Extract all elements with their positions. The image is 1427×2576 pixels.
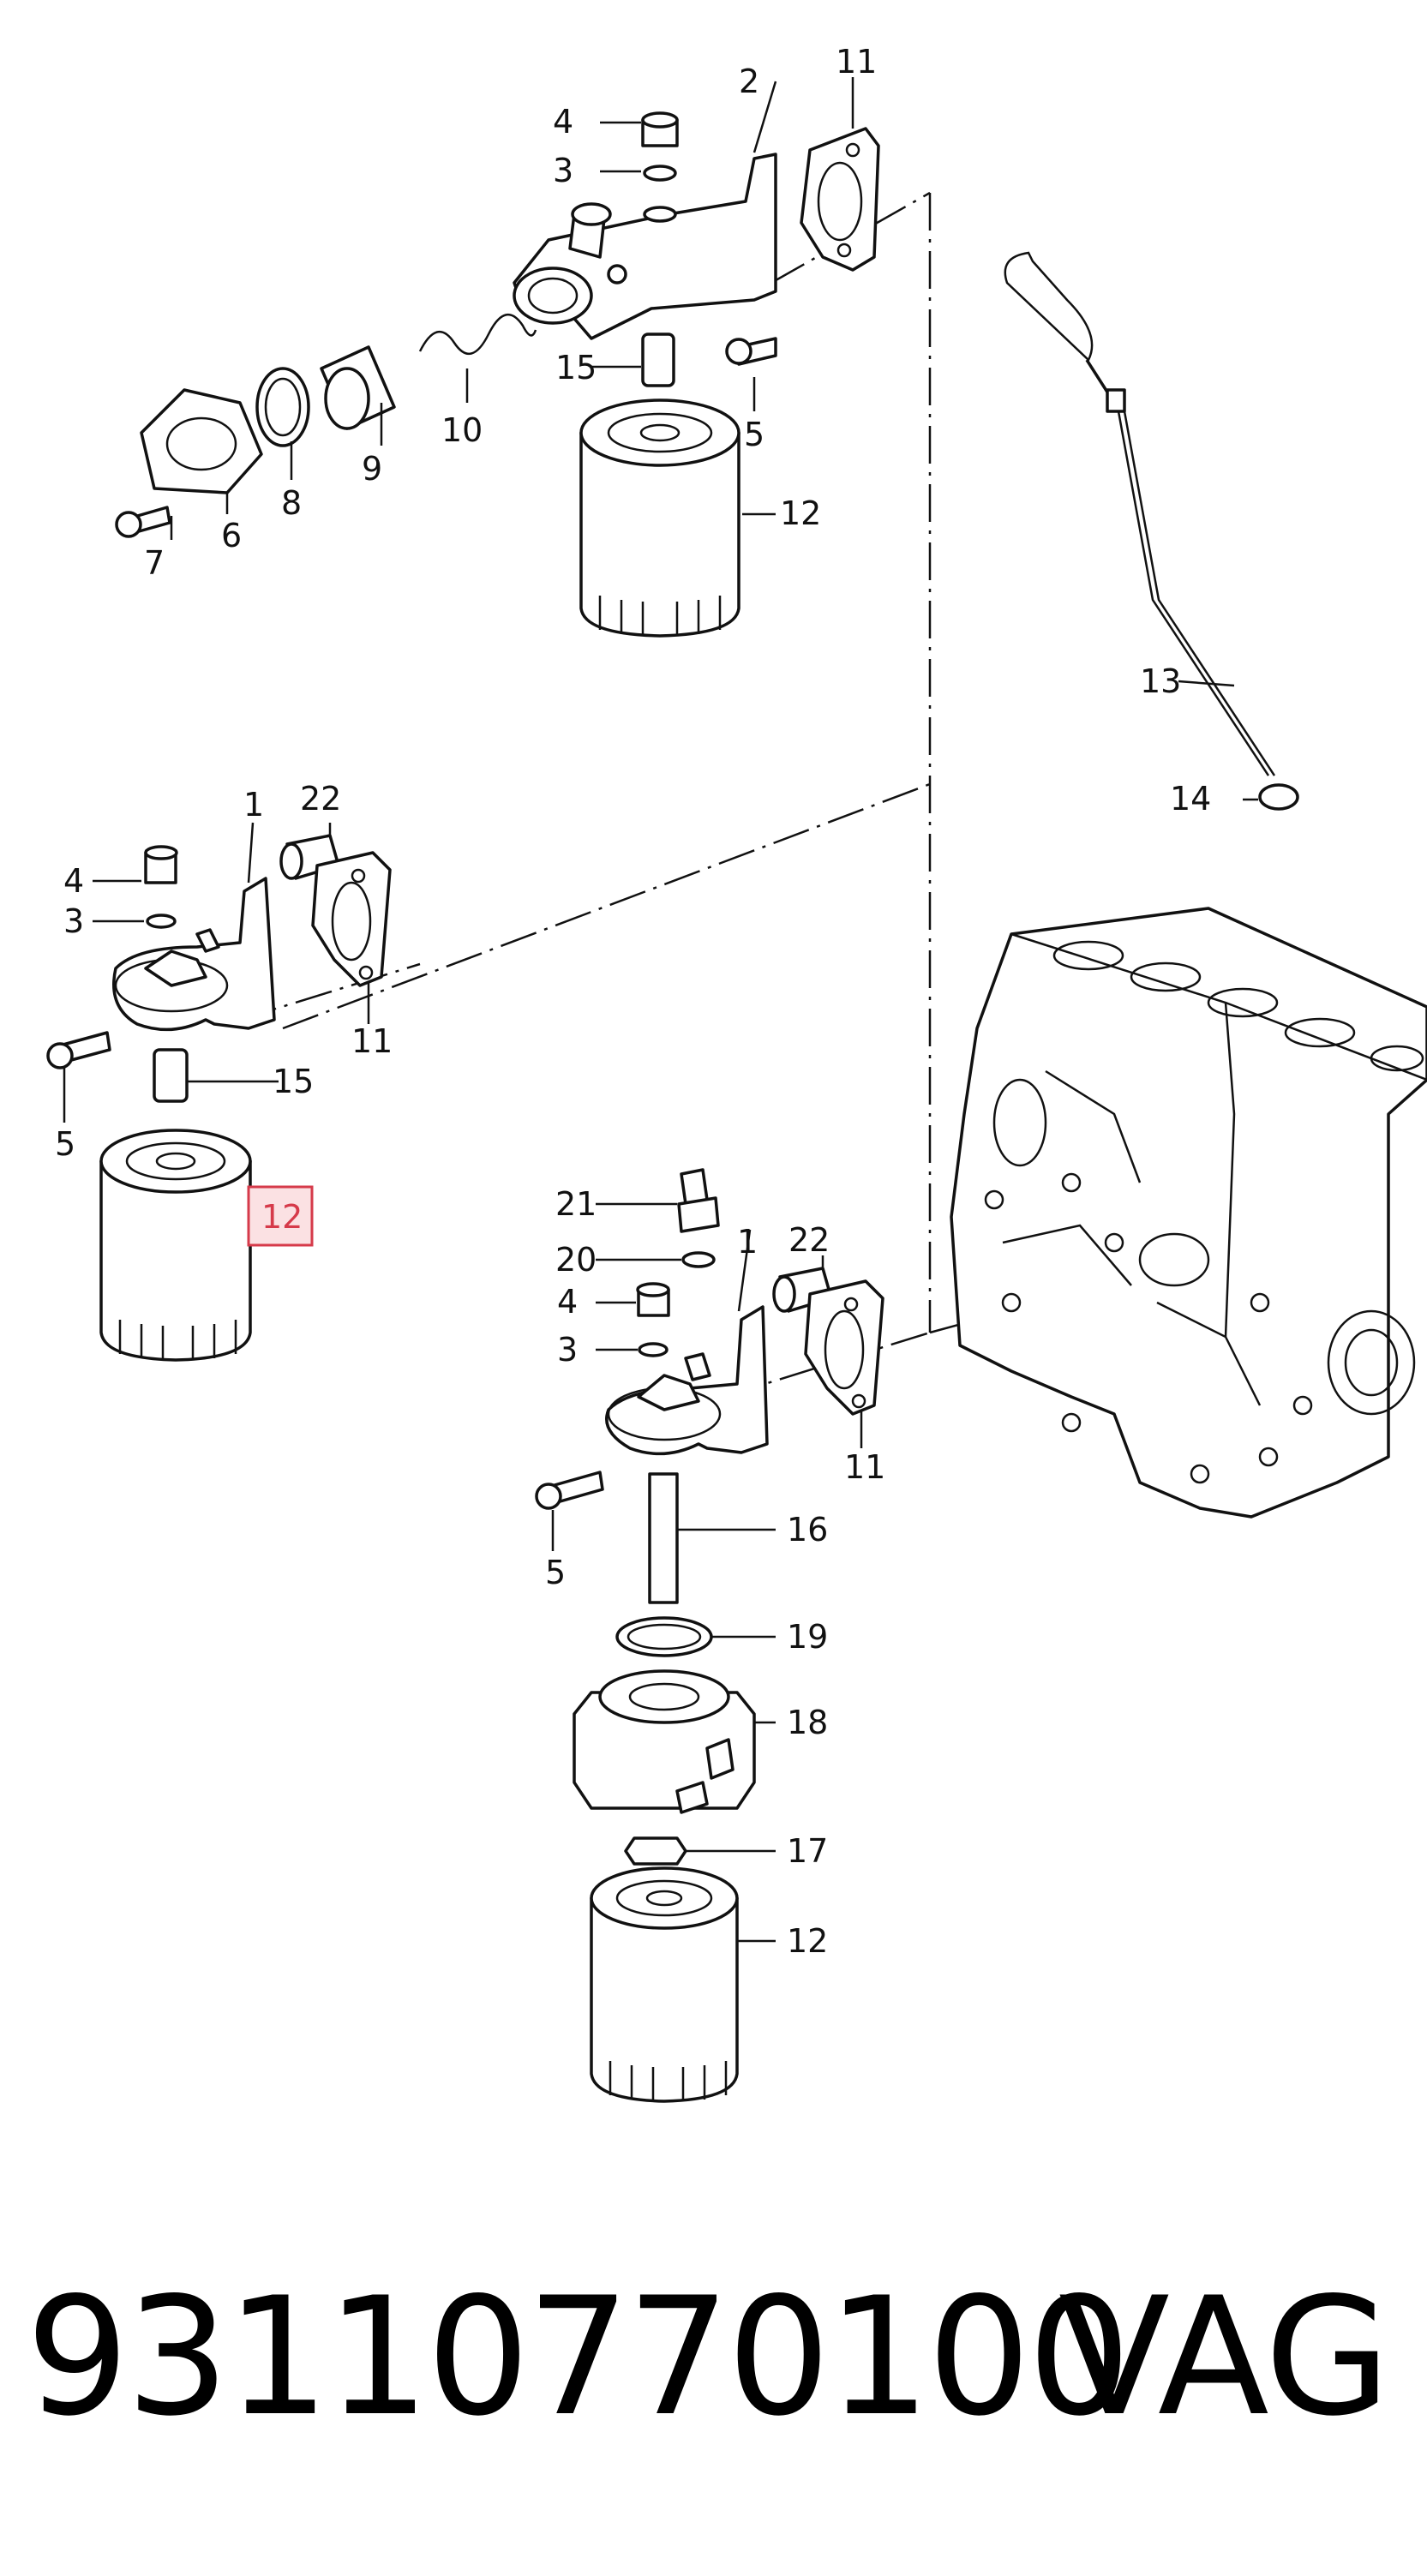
callout-22: 22 bbox=[300, 780, 341, 818]
callout-3: 3 bbox=[557, 1331, 578, 1369]
callout-10: 10 bbox=[441, 411, 483, 449]
grommet bbox=[1258, 783, 1299, 811]
o-ring-bottom bbox=[615, 1616, 713, 1657]
dipstick: 13 14 bbox=[1004, 251, 1299, 818]
callout-4: 4 bbox=[557, 1283, 578, 1321]
callout-12-highlighted: 12 bbox=[261, 1198, 303, 1236]
top-assembly: 4 3 2 11 15 5 12 10 9 8 6 7 bbox=[115, 43, 880, 638]
callout-11: 11 bbox=[836, 43, 877, 81]
bottom-assembly: 21 20 4 3 1 22 11 5 16 19 18 17 12 bbox=[535, 1168, 885, 2103]
callout-1: 1 bbox=[243, 786, 264, 824]
middle-assembly: 4 3 1 22 11 15 5 12 bbox=[46, 780, 393, 1362]
callout-7: 7 bbox=[144, 544, 165, 582]
callout-18: 18 bbox=[787, 1704, 828, 1741]
callout-5: 5 bbox=[55, 1125, 75, 1163]
callout-8: 8 bbox=[281, 484, 302, 522]
callout-15: 15 bbox=[555, 349, 597, 386]
callout-14: 14 bbox=[1170, 780, 1211, 818]
callout-16: 16 bbox=[787, 1511, 828, 1549]
callout-6: 6 bbox=[221, 517, 242, 554]
callout-3: 3 bbox=[63, 902, 84, 940]
callout-11: 11 bbox=[351, 1022, 393, 1060]
oil-filter-top bbox=[579, 398, 740, 638]
callout-2: 2 bbox=[739, 63, 759, 100]
nut bbox=[624, 1836, 687, 1866]
callout-5: 5 bbox=[545, 1554, 566, 1591]
callout-13: 13 bbox=[1140, 662, 1181, 700]
pipe-16 bbox=[648, 1472, 679, 1604]
spring bbox=[418, 313, 537, 356]
callout-15: 15 bbox=[273, 1063, 314, 1100]
highlight-box-12 bbox=[247, 1185, 314, 1247]
callout-12: 12 bbox=[780, 494, 821, 532]
brand-name: VAG bbox=[1058, 2262, 1391, 2452]
callout-1: 1 bbox=[737, 1223, 758, 1261]
gasket-top bbox=[800, 127, 880, 272]
callout-17: 17 bbox=[787, 1832, 828, 1870]
callout-22: 22 bbox=[788, 1221, 830, 1259]
nipple-mid bbox=[153, 1048, 189, 1103]
engine-block bbox=[950, 907, 1427, 1519]
callout-9: 9 bbox=[362, 450, 382, 488]
callout-4: 4 bbox=[553, 103, 573, 141]
callout-4: 4 bbox=[63, 862, 84, 900]
callout-5: 5 bbox=[744, 416, 764, 453]
callout-12: 12 bbox=[787, 1922, 828, 1960]
callout-21: 21 bbox=[555, 1185, 597, 1223]
callout-20: 20 bbox=[555, 1241, 597, 1279]
cover-plate bbox=[140, 388, 263, 494]
flange-bottom bbox=[605, 1305, 769, 1456]
oil-filter-bottom bbox=[590, 1866, 739, 2103]
nipple-top bbox=[641, 332, 675, 387]
flange-mid bbox=[112, 877, 276, 1032]
part-number: 93110770100 bbox=[26, 2262, 1131, 2452]
callout-11: 11 bbox=[844, 1448, 885, 1486]
callout-3: 3 bbox=[553, 152, 573, 189]
gasket-mid bbox=[311, 851, 392, 987]
callout-19: 19 bbox=[787, 1618, 828, 1656]
oil-filter-mid bbox=[99, 1129, 252, 1362]
